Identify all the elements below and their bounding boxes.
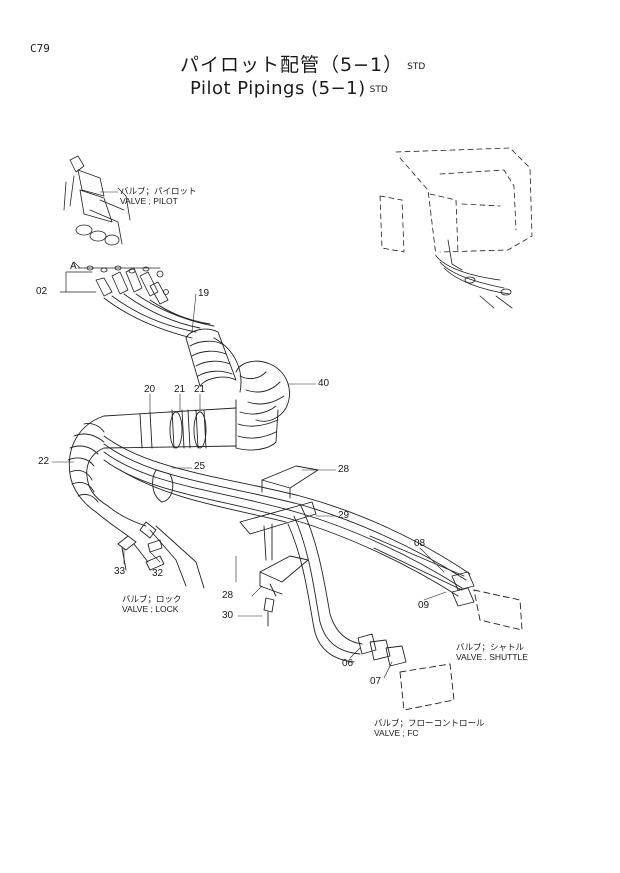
callout-valve-fc: バルブ；フローコントロール VALVE ; FC: [374, 718, 485, 738]
part-number: 28: [222, 590, 234, 601]
part-number: 30: [222, 610, 234, 621]
part-number: 22: [38, 456, 50, 467]
callout-valve-lock: バルブ；ロック VALVE ; LOCK: [122, 594, 182, 614]
hoses-to-lock-valve: [96, 506, 204, 588]
valve-lock-en: VALVE ; LOCK: [122, 604, 179, 614]
part-number: 08: [414, 538, 426, 549]
callout-valve-shuttle: バルブ；シャトル VALVE . SHUTTLE: [456, 642, 528, 662]
view-a-label: A: [70, 261, 77, 272]
title-jp-text: パイロット配管（5−1）: [180, 54, 404, 76]
callout-valve-pilot: バルブ；パイロット VALVE ; PILOT: [120, 186, 197, 206]
hose-bundle-main: [104, 436, 470, 662]
std-tag-en: STD: [369, 85, 388, 95]
std-tag-jp: STD: [407, 62, 426, 72]
hose-protector-40: [214, 338, 289, 450]
spiral-wrap-22: [68, 416, 108, 512]
plates-28-29: [240, 466, 318, 626]
part-number: 07: [370, 676, 382, 687]
machine-body-sketch: [380, 148, 532, 256]
valve-fc-en: VALVE ; FC: [374, 728, 419, 738]
part-number: 40: [318, 378, 330, 389]
part-number: 32: [152, 568, 164, 579]
fittings-fc: [358, 634, 454, 710]
part-number: 21: [194, 384, 206, 395]
fittings-view-a: [78, 266, 169, 304]
part-number: 33: [114, 566, 126, 577]
valve-lock-jp: バルブ；ロック: [122, 594, 182, 604]
part-number: 02: [36, 286, 48, 297]
part-number: 21: [174, 384, 186, 395]
clamp-25: [153, 470, 173, 502]
title-en-text: Pilot Pipings (5−1): [190, 78, 366, 99]
valve-fc-jp: バルブ；フローコントロール: [374, 718, 485, 728]
page-code: C79: [30, 42, 50, 55]
page-title-jp: パイロット配管（5−1）STD: [180, 50, 425, 77]
machine-hoses-sketch: [436, 240, 512, 308]
hose-bundle-upper: [104, 294, 214, 338]
part-number: 29: [338, 510, 350, 521]
valve-shuttle-jp: バルブ；シャトル: [456, 642, 525, 652]
part-number: 20: [144, 384, 156, 395]
part-number: 25: [194, 461, 206, 472]
valve-shuttle-en: VALVE . SHUTTLE: [456, 652, 528, 662]
leader-lines: [52, 192, 446, 678]
fittings-shuttle: [452, 572, 522, 630]
page-title-en: Pilot Pipings (5−1)STD: [190, 78, 388, 99]
pilot-valve-drawing: [64, 156, 130, 245]
part-number: 19: [198, 288, 210, 299]
valve-pilot-jp: バルブ；パイロット: [120, 186, 197, 196]
part-number: 06: [342, 658, 354, 669]
spiral-protector-19: [186, 329, 236, 386]
part-number: 09: [418, 600, 430, 611]
valve-pilot-en: VALVE ; PILOT: [120, 196, 178, 206]
sleeves-20-21: [104, 408, 236, 448]
part-number: 28: [338, 464, 350, 475]
